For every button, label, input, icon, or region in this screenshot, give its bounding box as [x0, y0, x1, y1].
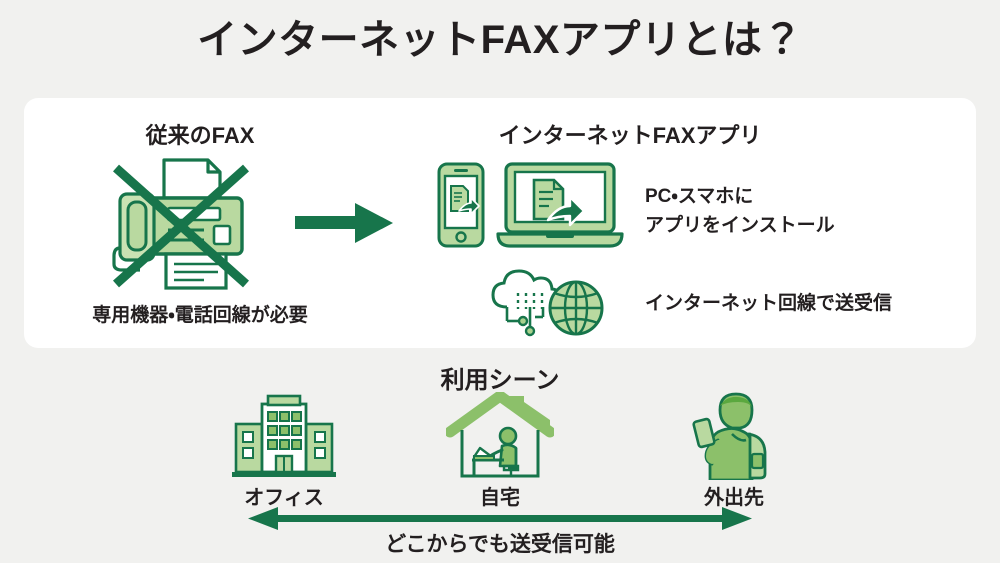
scene-label-home: 自宅 — [480, 487, 520, 509]
scene-label-mobile: 外出先 — [704, 487, 764, 509]
laptop-icon — [496, 160, 624, 252]
page-title: インターネットFAXアプリとは？ — [197, 18, 803, 62]
usage-scene-heading: 利用シーン — [440, 367, 560, 394]
internet-fax-app-heading: インターネットFAXアプリ — [498, 123, 762, 148]
feature-install-line-2: アプリをインストール — [645, 214, 835, 236]
feature-internet-line-text: インターネット回線で送受信 — [645, 293, 893, 314]
legacy-fax-caption: 専用機器・電話回線が必要 — [92, 305, 308, 326]
smartphone-icon — [437, 162, 485, 248]
office-building-icon — [232, 392, 336, 480]
person-with-phone-icon — [688, 388, 780, 482]
legacy-fax-heading: 従来のFAX — [145, 123, 255, 148]
home-desk-icon — [444, 390, 556, 480]
fax-machine-crossed-out-icon — [108, 152, 254, 292]
arrow-right-icon — [295, 200, 395, 246]
feature-install-text: PC・スマホに アプリをインストール — [645, 183, 835, 240]
scene-label-office: オフィス — [244, 487, 324, 509]
feature-install-line-1: PC・スマホに — [645, 186, 754, 207]
range-caption: どこからでも送受信可能 — [385, 533, 615, 556]
double-arrow-icon — [248, 506, 752, 532]
cloud-globe-icon — [485, 265, 605, 337]
